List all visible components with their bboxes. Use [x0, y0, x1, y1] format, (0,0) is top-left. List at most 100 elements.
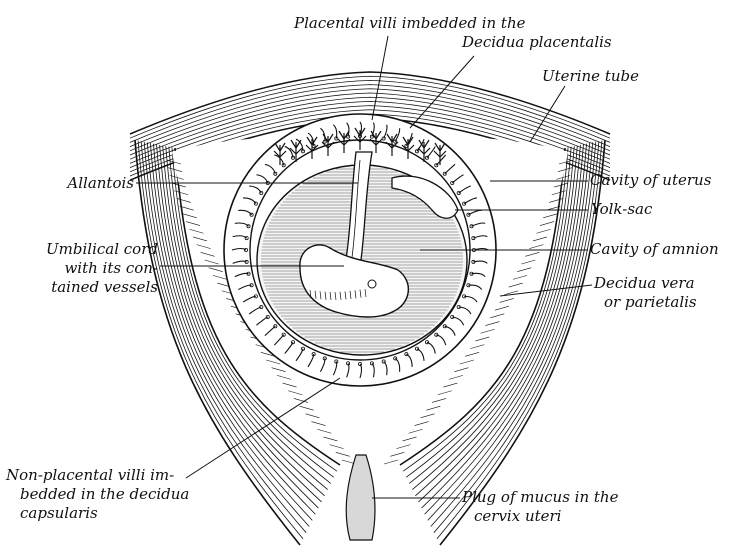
somite — [354, 290, 357, 299]
villus-tip — [300, 149, 305, 154]
villus-tip — [450, 315, 455, 320]
villus-tip — [434, 163, 439, 168]
wall-right-stroke — [424, 143, 591, 515]
somite — [329, 291, 332, 300]
wall-left-stroke — [159, 144, 325, 497]
villus-tip — [273, 324, 278, 329]
decidua-hatch — [329, 444, 344, 449]
fundus-stroke — [129, 105, 611, 168]
villus — [242, 295, 256, 303]
label-umbilical-cord-line-1: Umbilical cord — [46, 240, 158, 258]
label-yolk-sac: Yolk-sac — [591, 200, 653, 218]
decidua-hatch — [536, 228, 551, 234]
wall-left-stroke — [146, 142, 313, 521]
villus — [243, 197, 257, 204]
decidua-hatch — [437, 390, 452, 396]
placental-villus-branch — [433, 142, 447, 165]
villus-tip — [346, 134, 351, 139]
decidua-hatch — [166, 159, 182, 165]
villus — [284, 341, 294, 354]
villus — [383, 361, 388, 376]
villus — [238, 209, 253, 216]
somite — [314, 290, 317, 299]
label-placental-villi-line-2: Decidua placentalis — [462, 33, 612, 51]
villus-tip — [442, 324, 447, 329]
decidua-hatch — [174, 190, 189, 196]
villus-tip — [471, 236, 476, 241]
wall-right-stroke — [405, 146, 572, 478]
fundus-stroke — [129, 109, 611, 173]
label-plug-of-mucus-line-2: cervix uteri — [474, 507, 562, 525]
decidua-hatch — [512, 275, 528, 280]
wall-left-stroke — [137, 140, 304, 540]
somite — [319, 291, 322, 300]
decidua-hatch — [260, 352, 275, 357]
villus — [256, 316, 269, 326]
villus-tip — [466, 212, 471, 217]
villus-tip — [381, 136, 386, 141]
villus — [232, 260, 247, 264]
villus-tip — [273, 171, 278, 176]
decidua-hatch — [276, 375, 292, 380]
villus-tip — [259, 304, 264, 309]
villus-tip — [322, 356, 327, 361]
villus — [249, 185, 262, 194]
decidua-hatch — [459, 359, 474, 365]
villus-tip — [334, 359, 339, 364]
villus-tip — [469, 224, 474, 229]
decidua-hatch — [196, 244, 211, 249]
villus — [394, 357, 401, 372]
somite — [324, 291, 327, 300]
label-non-placental-villi-line-1: Non-placental villi im- — [6, 466, 175, 484]
villus-tip — [456, 190, 461, 195]
villus-tip — [249, 283, 254, 288]
label-placental-villi-line-1: Placental villi imbedded in the — [294, 14, 526, 32]
wall-right-stroke — [402, 147, 569, 472]
villus-tip — [462, 201, 467, 206]
placental-villus-branch — [273, 142, 287, 165]
placental-villus-branch — [321, 133, 335, 156]
decidua-hatch — [543, 213, 558, 219]
decidua-hatch — [408, 428, 423, 434]
villus-tip — [357, 361, 362, 366]
decidua-hatch — [282, 382, 297, 388]
decidua-hatch — [414, 421, 429, 426]
villus-tip — [300, 346, 305, 351]
non-placental-villi — [231, 121, 489, 379]
decidua-hatch — [204, 259, 219, 265]
wall-right-stroke — [436, 140, 603, 540]
decidua-hatch — [335, 452, 350, 457]
villus-tip — [471, 259, 476, 264]
wall-right-stroke — [412, 145, 578, 490]
villus — [234, 272, 249, 278]
villus-tip — [469, 271, 474, 276]
label-non-placental-villi: Non-placental villi im- bedded in the de… — [6, 466, 189, 523]
label-umbilical-cord-line-3: tained vessels — [51, 278, 158, 296]
villus-tip — [290, 155, 295, 160]
decidua-hatch — [192, 236, 208, 242]
wall-right-stroke — [415, 144, 581, 497]
decidua-hatch — [299, 405, 314, 411]
decidua-hatch — [465, 352, 480, 357]
embryo-somites — [309, 288, 367, 301]
villus-tip — [369, 134, 374, 139]
decidua-hatch — [189, 228, 204, 234]
villus — [231, 247, 247, 251]
villus-tip — [244, 236, 249, 241]
decidua-hatch — [179, 205, 194, 211]
villus-tip — [404, 352, 409, 357]
somite — [334, 291, 337, 301]
wall-left-stroke — [153, 143, 319, 509]
leader-lines — [136, 35, 593, 499]
leader-uterine-tube — [529, 85, 566, 143]
villus-tip — [334, 136, 339, 141]
decidua-hatch — [558, 159, 574, 165]
villus-tip — [253, 201, 258, 206]
wall-left-stroke — [134, 139, 301, 546]
label-decidua-vera: Decidua vera or parietalis — [594, 274, 697, 312]
wall-left-stroke — [140, 141, 307, 533]
decidua-hatch — [266, 359, 281, 365]
decidua-hatch — [485, 321, 500, 326]
villus-tip — [244, 259, 249, 264]
wall-right-stroke — [439, 139, 606, 546]
